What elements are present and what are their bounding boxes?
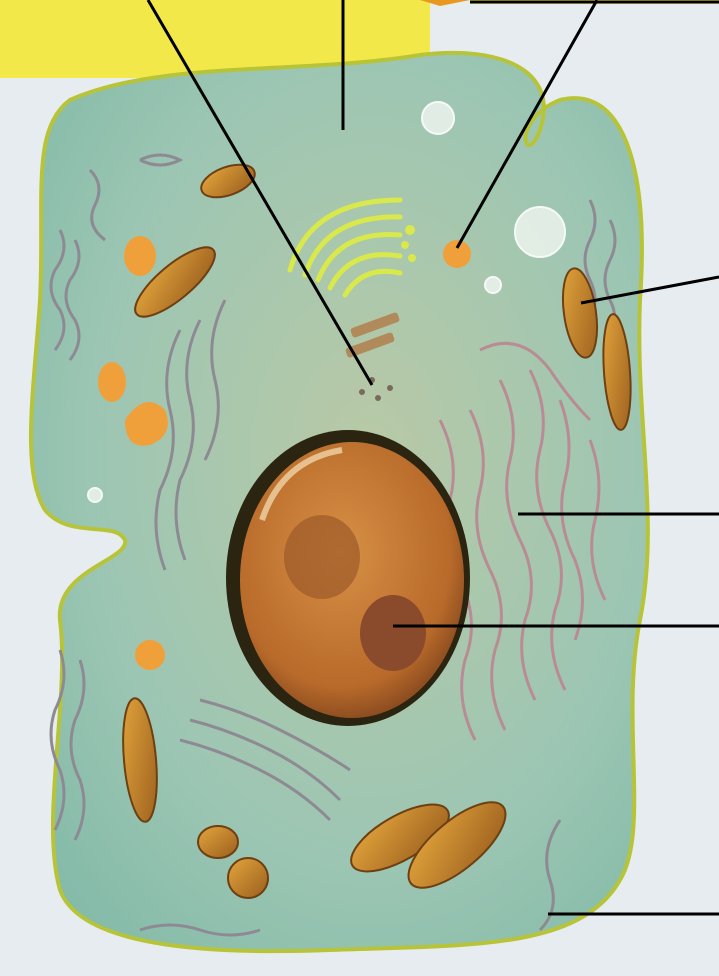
nucleolus (360, 595, 426, 671)
chromatin-patch (284, 515, 360, 599)
